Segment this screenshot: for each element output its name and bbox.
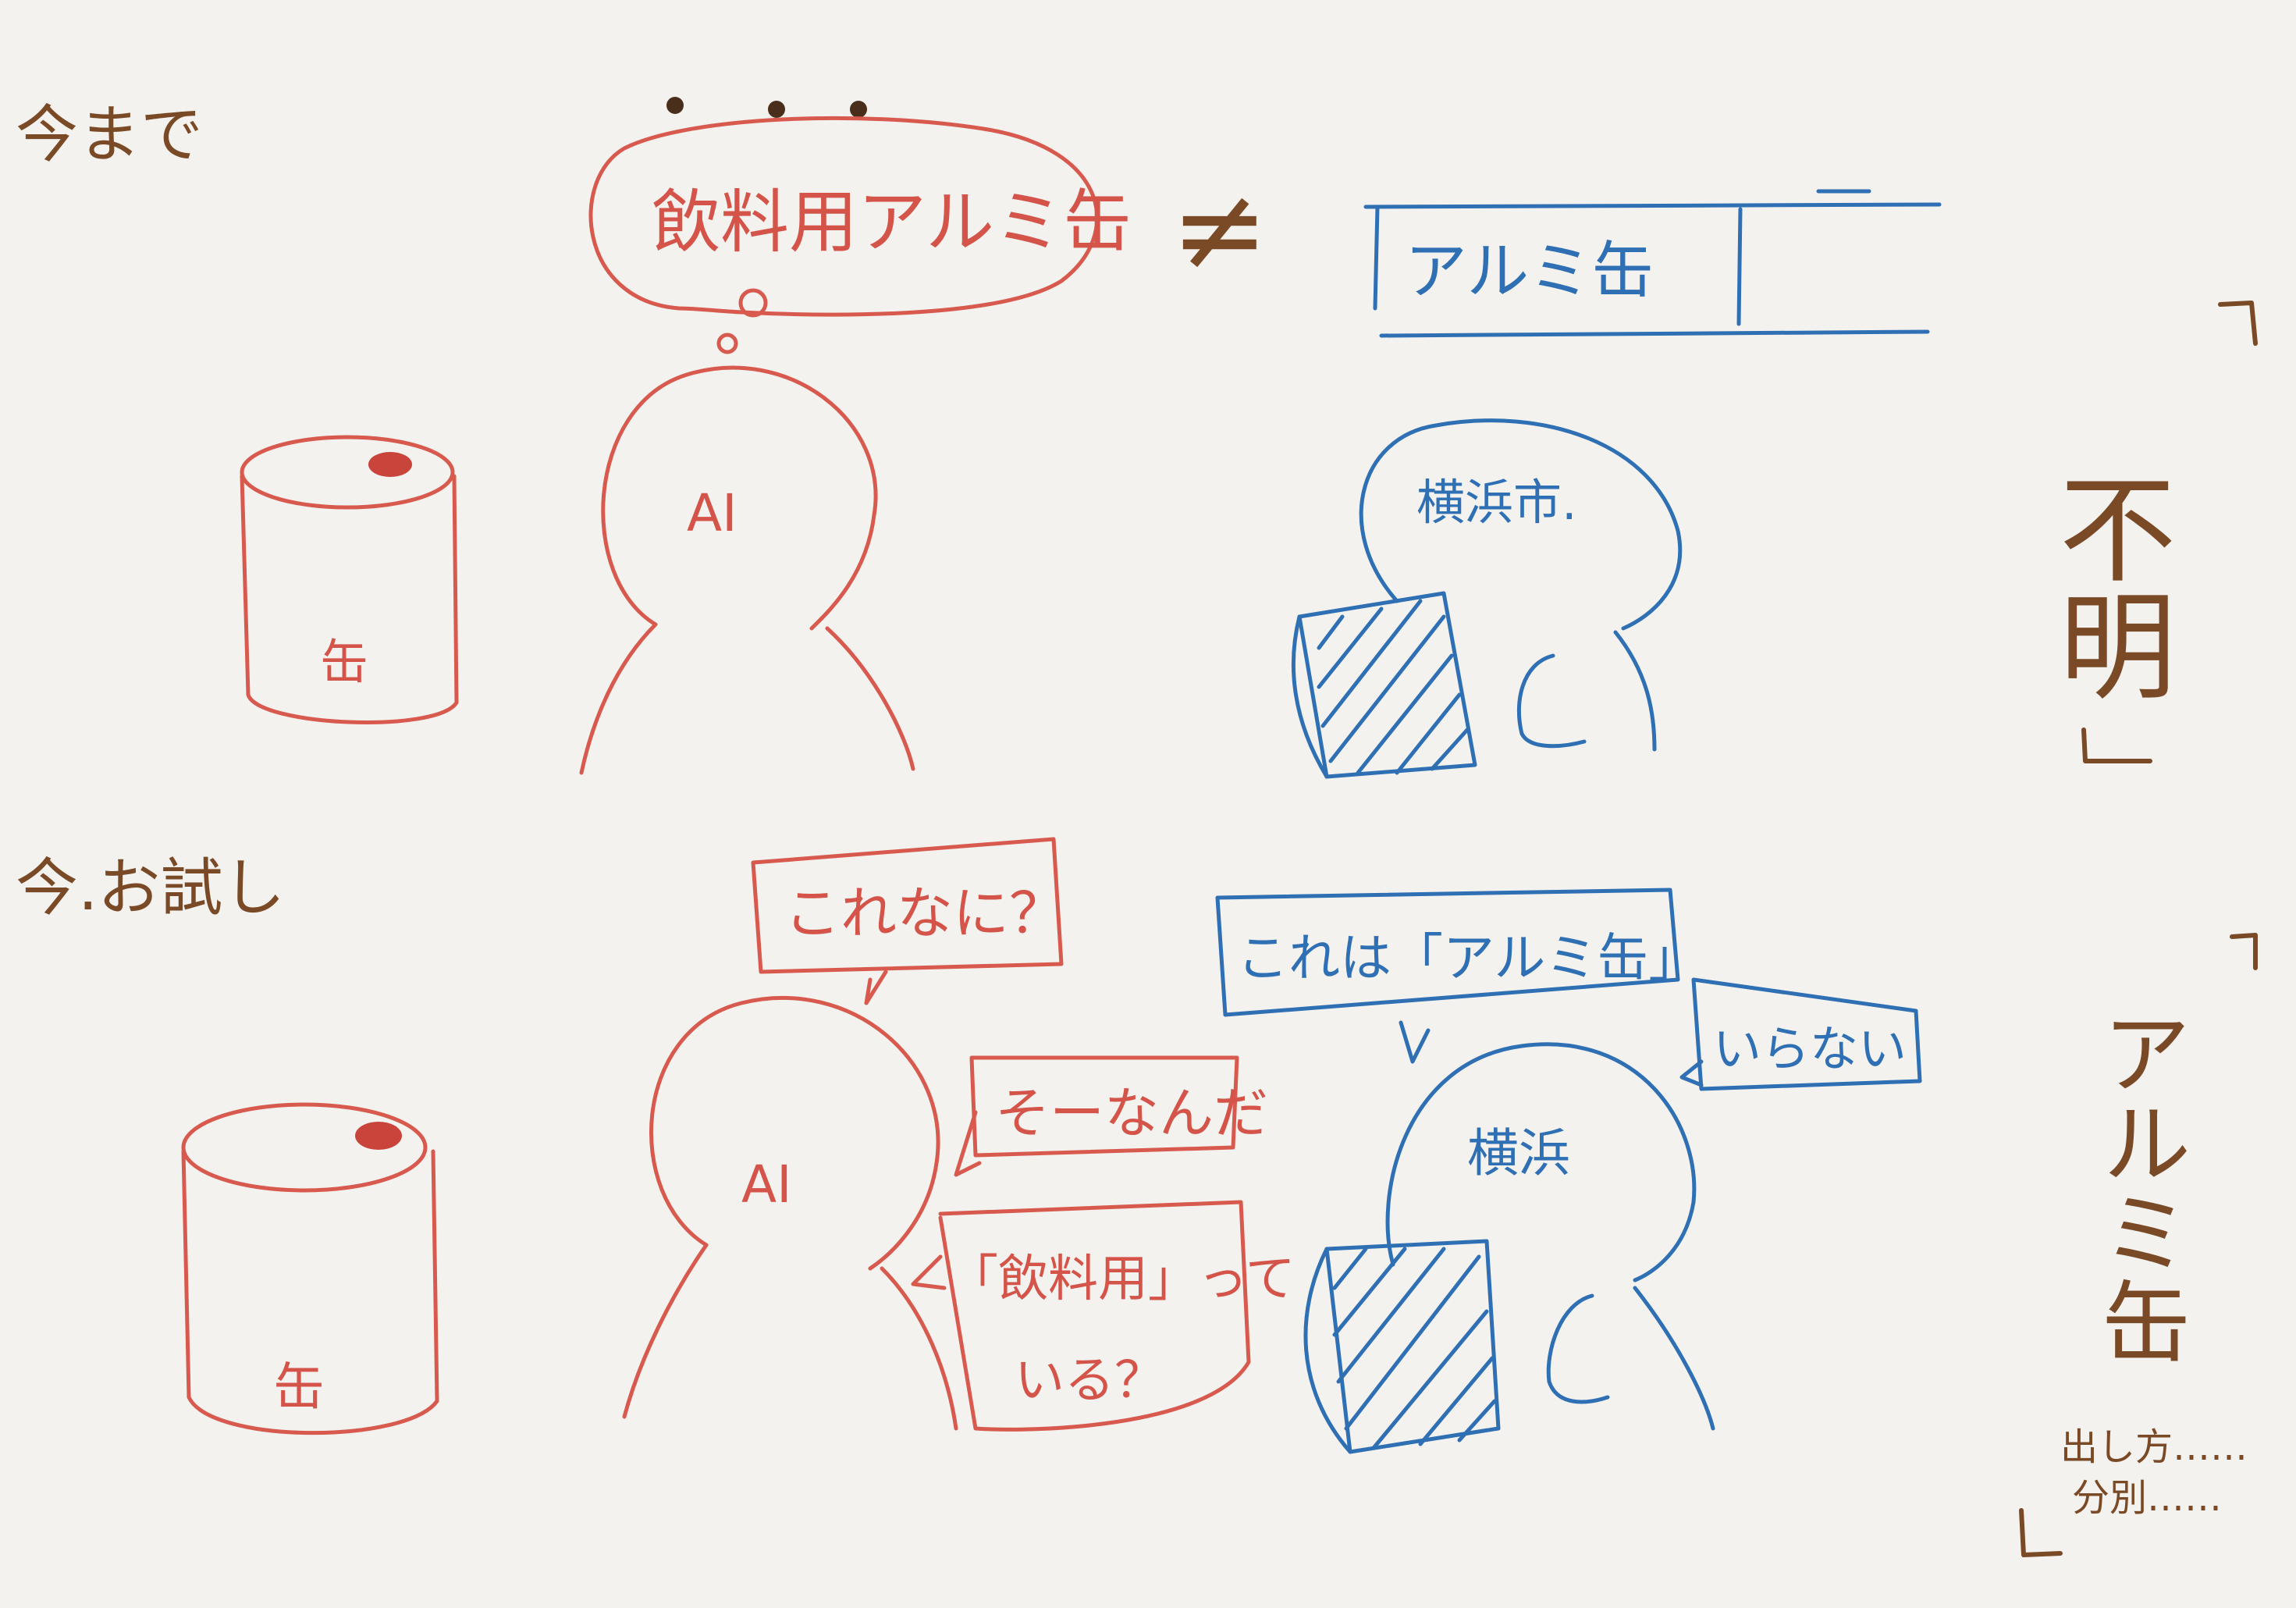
- thought-ellipsis: [666, 97, 867, 118]
- ai-reply-1-text: そーなんだ: [995, 1081, 1268, 1145]
- city-answer-text: これは「アルミ缶」: [1237, 928, 1700, 988]
- ai-thought-bubble: [588, 116, 1100, 317]
- document-icon-top: [1291, 591, 1477, 779]
- ai-reply-2-line1: 「飲料用」って: [948, 1250, 1295, 1308]
- ai-label-bottom: AI: [741, 1154, 792, 1215]
- result-1-brackets: [2081, 301, 2258, 763]
- city-label-top: 横浜市.: [1416, 474, 1577, 531]
- ai-question-text: これなに？: [784, 880, 1065, 946]
- city-label-bottom: 横浜: [1467, 1123, 1570, 1183]
- not-equal-sign: ≠: [1171, 162, 1269, 297]
- section-label-before: 今まで: [16, 98, 203, 171]
- city-category-table: [1363, 189, 1942, 338]
- can-illustration-bottom: [181, 1102, 439, 1435]
- can-illustration-top: [240, 435, 459, 724]
- city-figure-top: [1359, 418, 1683, 752]
- ai-reply-2-line2: いる？: [1015, 1352, 1164, 1410]
- result-2-text: アルミ缶: [2086, 1007, 2191, 1366]
- ai-question-bubble: [751, 837, 1064, 1005]
- ai-reply-bubble-2: [911, 1200, 1251, 1432]
- ai-figure-bottom: [622, 995, 958, 1431]
- can-label-bottom: 缶: [273, 1357, 325, 1418]
- result-note-line1: 出し方……: [2060, 1425, 2248, 1469]
- result-note-line2: 分別……: [2072, 1476, 2222, 1520]
- ai-figure-top: [579, 365, 915, 775]
- thought-circle-tiny: [716, 333, 738, 354]
- ai-label-top: AI: [687, 483, 737, 543]
- document-icon-bottom: [1303, 1239, 1501, 1454]
- thought-circle-small: [738, 288, 768, 318]
- result-1-char1: 不明: [2039, 468, 2175, 703]
- can-label-top: 缶: [320, 634, 368, 691]
- ai-reply-bubble-1: [954, 1055, 1239, 1177]
- result-2-brackets: [2019, 933, 2258, 1557]
- city-reply-bubble: [1679, 977, 1922, 1091]
- city-reply-text: いらない: [1713, 1020, 1907, 1077]
- city-figure-bottom: [1385, 1042, 1715, 1431]
- ai-thought-text: 飲料用アルミ缶: [652, 182, 1132, 262]
- city-answer-bubble: [1215, 888, 1680, 1064]
- section-label-now: 今.お試し: [16, 852, 285, 924]
- city-table-cell: アルミ缶: [1405, 235, 1654, 308]
